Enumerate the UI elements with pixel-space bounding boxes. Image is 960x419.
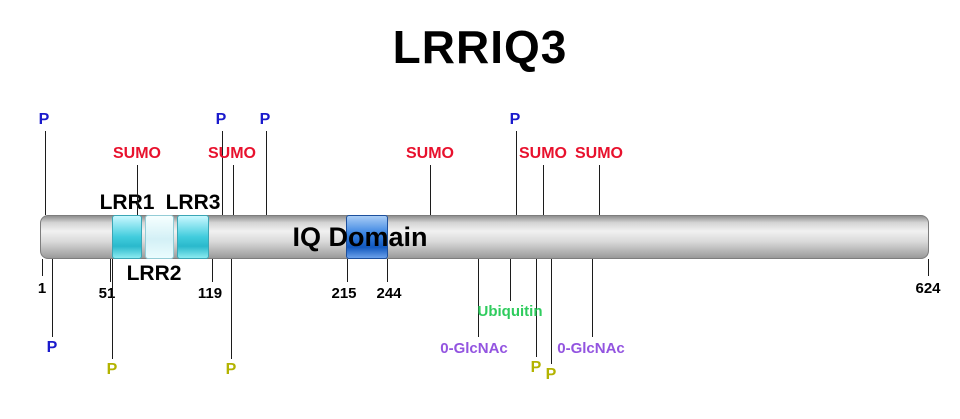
page-title: LRRIQ3 [392, 21, 568, 73]
sumo-marker: SUMO [406, 145, 454, 162]
marker-line [231, 259, 232, 359]
sumo-marker: SUMO [519, 145, 567, 162]
residue-label-start: 1 [37, 280, 47, 297]
domain-label-iq: IQ Domain [292, 222, 428, 252]
residue-label: 215 [331, 285, 357, 302]
phospho-marker: P [545, 366, 557, 383]
oglcnac-marker: 0-GlcNAc [440, 340, 508, 357]
marker-line [510, 259, 511, 301]
marker-line [430, 165, 431, 215]
marker-line [222, 131, 223, 215]
marker-line [266, 131, 267, 215]
ubiquitin-marker: Ubiquitin [477, 303, 543, 320]
residue-tick [387, 259, 388, 282]
marker-line [551, 259, 552, 364]
oglcnac-marker: 0-GlcNAc [557, 340, 625, 357]
residue-tick [347, 259, 348, 282]
marker-line [233, 165, 234, 215]
residue-tick [928, 259, 929, 276]
residue-tick [212, 259, 213, 282]
marker-line [536, 259, 537, 357]
domain-box-lrr3 [177, 215, 209, 259]
phospho-marker: P [46, 339, 58, 356]
residue-tick [110, 259, 111, 282]
residue-label: 119 [197, 285, 223, 302]
marker-line [137, 165, 138, 215]
sumo-marker: SUMO [113, 145, 161, 162]
sumo-marker: SUMO [208, 145, 256, 162]
marker-line [478, 259, 479, 337]
phospho-marker: P [225, 361, 237, 378]
phospho-marker: P [215, 111, 227, 128]
phospho-marker: P [530, 359, 542, 376]
residue-tick [42, 259, 43, 276]
residue-label: 244 [376, 285, 402, 302]
marker-line [112, 259, 113, 359]
domain-label-lrr2: LRR2 [126, 262, 182, 285]
sumo-marker: SUMO [575, 145, 623, 162]
domain-box-lrr2 [145, 215, 174, 259]
phospho-marker: P [509, 111, 521, 128]
domain-box-lrr1 [112, 215, 142, 259]
phospho-marker: P [259, 111, 271, 128]
marker-line [599, 165, 600, 215]
phospho-marker: P [106, 361, 118, 378]
residue-label: 51 [98, 285, 116, 302]
marker-line [45, 131, 46, 215]
domain-label-lrr3: LRR3 [165, 191, 221, 214]
marker-line [592, 259, 593, 337]
marker-line [543, 165, 544, 215]
marker-line [516, 131, 517, 215]
residue-label-end: 624 [915, 280, 941, 297]
phospho-marker: P [38, 111, 50, 128]
marker-line [52, 259, 53, 337]
domain-box-iq [346, 215, 388, 259]
domain-label-lrr1: LRR1 [99, 191, 155, 214]
